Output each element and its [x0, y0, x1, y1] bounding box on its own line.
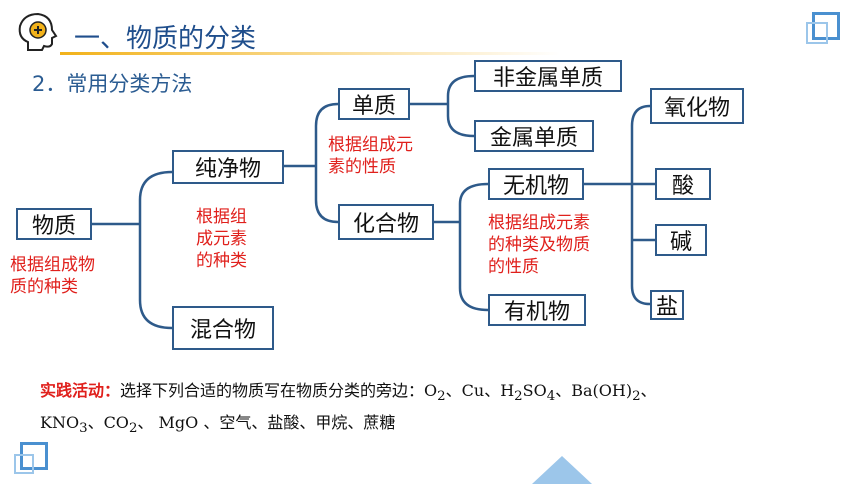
node-mixture: 混合物: [172, 306, 274, 350]
node-acid: 酸: [655, 168, 711, 200]
node-compound: 化合物: [338, 204, 434, 240]
annotation-pure-criteria: 根据组 成元素 的种类: [196, 207, 247, 271]
annotation-matter-criteria: 根据组成物 质的种类: [10, 255, 95, 297]
node-oxide: 氧化物: [650, 88, 744, 124]
annotation-element-compound-criteria: 根据组成元 素的性质: [328, 135, 413, 177]
practice-activity: 实践活动：选择下列合适的物质写在物质分类的旁边：O2、Cu、H2SO4、Ba(O…: [40, 378, 657, 442]
header-icon: [14, 10, 60, 54]
activity-line-1: 实践活动：选择下列合适的物质写在物质分类的旁边：O2、Cu、H2SO4、Ba(O…: [40, 381, 657, 405]
corner-square-bottom-left-back: [14, 454, 34, 474]
node-matter: 物质: [16, 208, 92, 240]
activity-label: 实践活动：: [40, 381, 121, 400]
node-salt: 盐: [650, 290, 684, 320]
head-gear-icon: [18, 12, 58, 51]
corner-square-top-right-back: [806, 22, 828, 44]
node-element: 单质: [338, 88, 410, 120]
corner-square-bottom-left: [20, 442, 48, 470]
annotation-inorganic-organic-criteria: 根据组成元素 的种类及物质 的性质: [488, 213, 590, 277]
node-inorganic: 无机物: [488, 168, 584, 200]
page-title: 一、物质的分类: [74, 24, 257, 54]
node-base: 碱: [655, 224, 707, 256]
node-nonmetal-element: 非金属单质: [474, 60, 622, 92]
node-organic: 有机物: [488, 294, 586, 326]
node-pure-substance: 纯净物: [172, 150, 284, 184]
activity-line-2: KNO3、CO2、 MgO 、空气、盐酸、甲烷、蔗糖: [40, 413, 396, 437]
node-metal-element: 金属单质: [474, 120, 594, 152]
section-subtitle: 2．常用分类方法: [32, 72, 193, 96]
